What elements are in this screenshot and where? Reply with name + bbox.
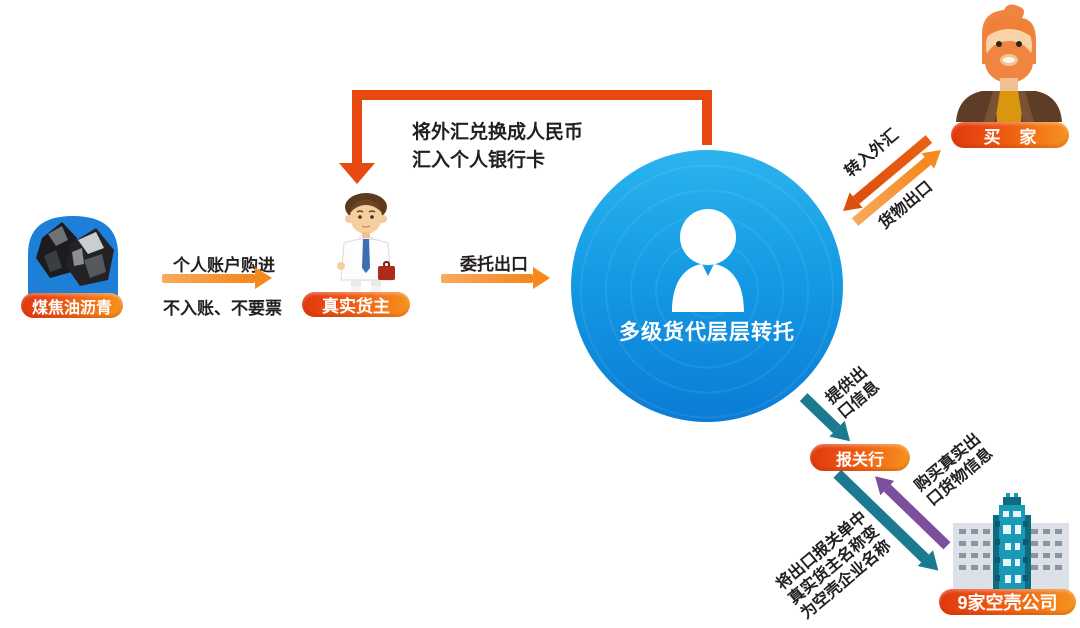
provide-info-label: 提供出 口信息: [806, 350, 899, 437]
hub-label: 多级货代层层转托: [619, 321, 795, 344]
entrust-arrow-head: [533, 267, 550, 289]
cargo-owner-figure: [337, 193, 395, 292]
shell-companies-buildings: [953, 493, 1069, 593]
remit-flow-label: 将外汇兑换成人民币 汇入个人银行卡: [412, 119, 583, 175]
customs-broker-label-text: 报关行: [835, 451, 884, 469]
remit-arrow-horizontal: [352, 90, 712, 100]
entrust-arrow-shaft: [441, 273, 533, 283]
person-icon: [672, 209, 744, 312]
entrust-flow-label: 委托出口: [460, 255, 528, 274]
shell-companies-label-text: 9家空壳公司: [957, 593, 1058, 613]
purchase-flow-label-above: 个人账户购进: [173, 256, 275, 275]
source-label: 煤焦油沥青: [21, 293, 123, 318]
purchase-flow-label-below: 不入账、不要票: [163, 299, 282, 318]
remit-flow-line2: 汇入个人银行卡: [412, 150, 546, 171]
entrust-arrow: [441, 267, 550, 289]
coal-tar-pitch-image: [28, 216, 118, 298]
buyer-label: 买 家: [951, 122, 1069, 148]
source-label-text: 煤焦油沥青: [31, 299, 112, 317]
remit-arrow-left-vertical: [352, 90, 362, 164]
purchase-arrow-head: [255, 267, 272, 289]
remit-arrow-right-vertical: [702, 90, 712, 145]
purchase-arrow: [162, 267, 272, 289]
owner-label: 真实货主: [302, 292, 410, 317]
buyer-figure: [956, 4, 1062, 122]
buyer-label-text: 买 家: [983, 127, 1037, 147]
rename-label: 将出口报关单中 真实货主名称变 为空壳企业名称: [762, 499, 906, 628]
purchase-arrow-shaft: [162, 273, 255, 283]
customs-broker-label: 报关行: [810, 444, 910, 471]
remit-flow-line1: 将外汇兑换成人民币: [412, 122, 584, 143]
owner-label-text: 真实货主: [322, 297, 390, 316]
remit-arrow-head: [339, 163, 375, 184]
freight-forwarder-hub: 多级货代层层转托: [571, 150, 843, 422]
shell-companies-label: 9家空壳公司: [939, 589, 1076, 615]
